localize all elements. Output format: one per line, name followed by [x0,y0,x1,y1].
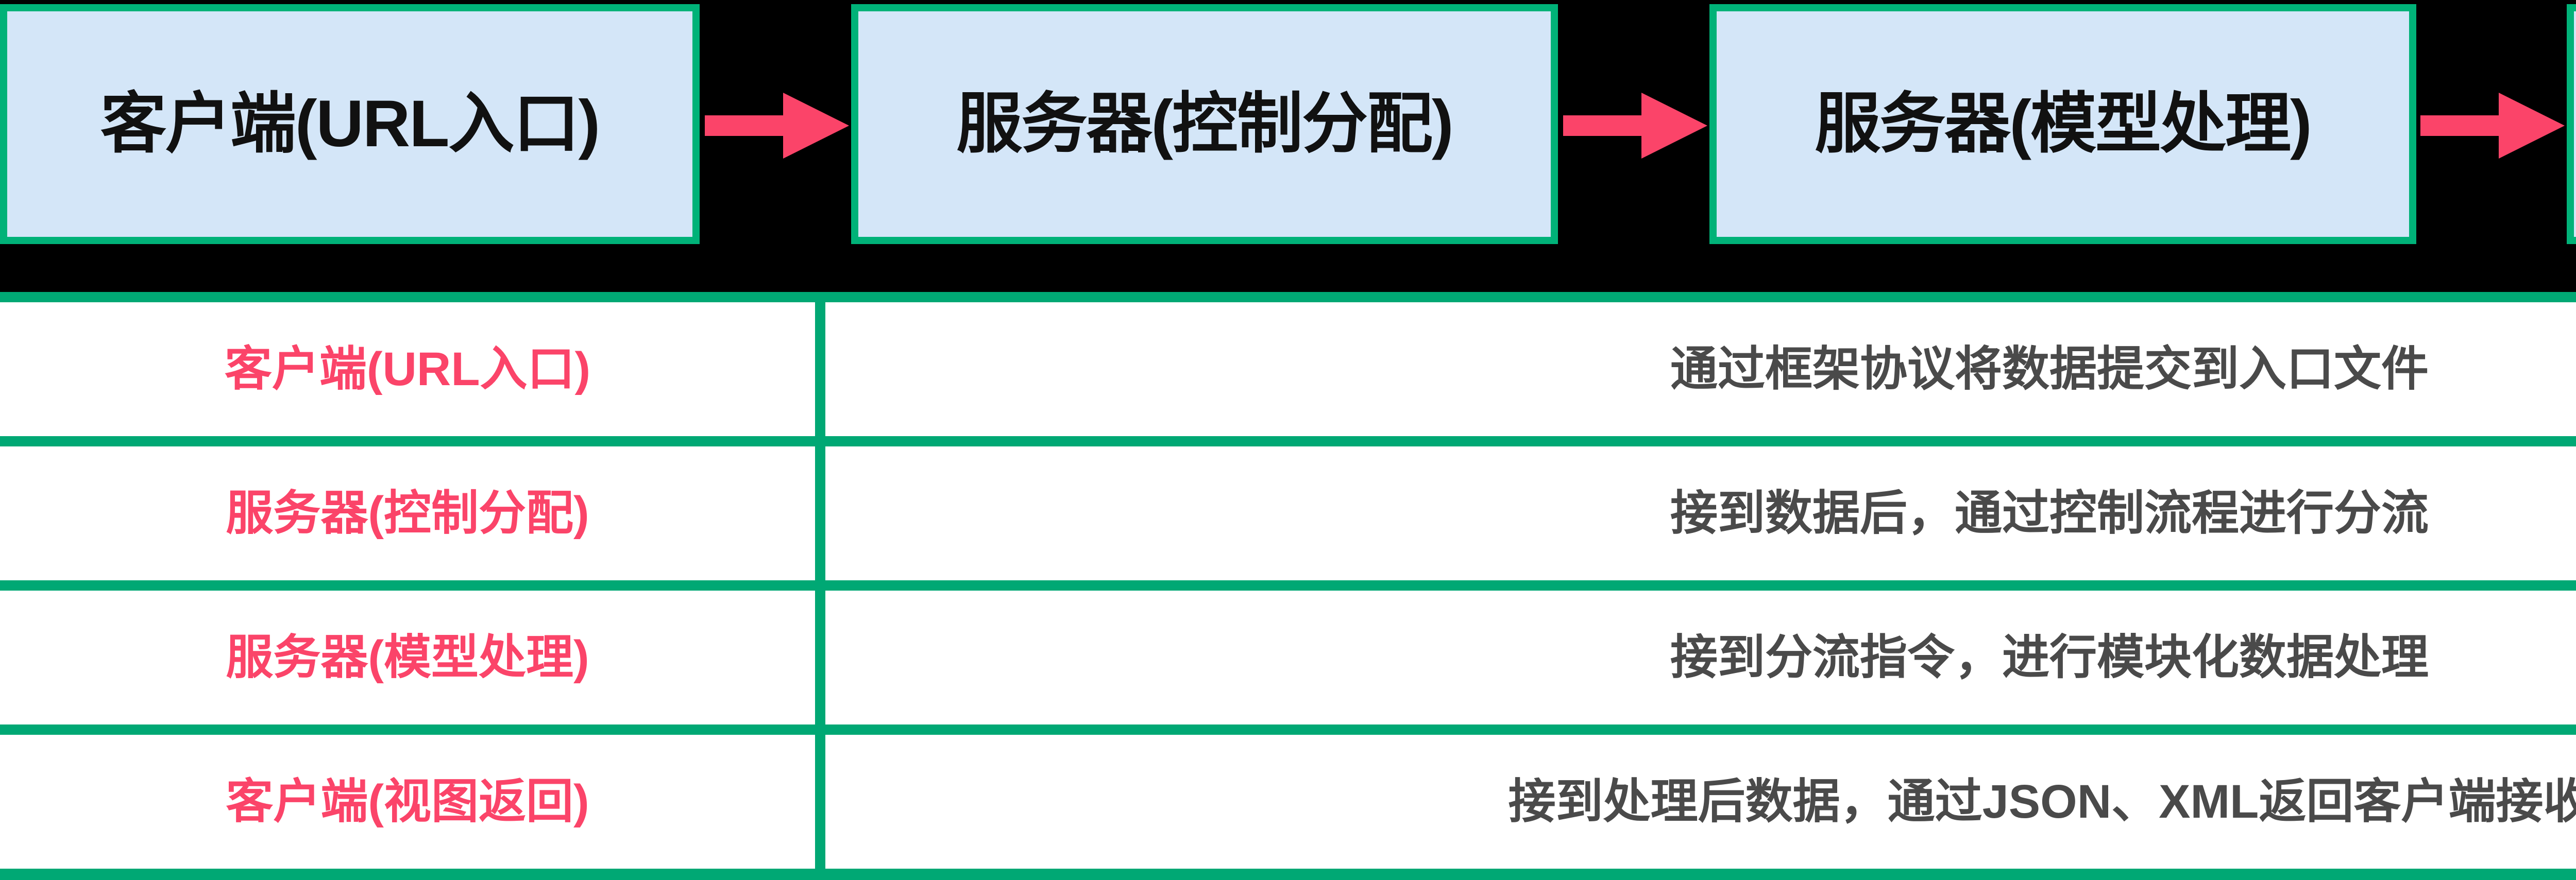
table-cell-stage: 客户端(URL入口) [0,302,815,436]
description-text: 通过框架协议将数据提交到入口文件 [1670,343,2429,395]
flow-node-server-control[interactable]: 服务器(控制分配) [851,4,1558,244]
right-arrow-icon [705,93,849,159]
column-divider [815,446,825,580]
table-cell-stage: 客户端(视图返回) [0,735,815,869]
right-arrow-icon [2420,93,2565,159]
table-cell-description: 接到处理后数据，通过JSON、XML返回客户端接收 [825,735,2576,869]
description-text: 接到数据后，通过控制流程进行分流 [1670,487,2429,540]
stage-label: 服务器(模型处理) [226,631,589,684]
description-text: 接到处理后数据，通过JSON、XML返回客户端接收 [1508,775,2576,828]
flow-node-label: 客户端(URL入口) [100,87,600,161]
right-arrow-icon [1563,93,1707,159]
description-text: 接到分流指令，进行模块化数据处理 [1670,631,2429,684]
table-row: 服务器(控制分配) 接到数据后，通过控制流程进行分流 [0,446,2576,580]
column-divider [815,302,825,436]
column-divider [815,591,825,724]
table-row: 服务器(模型处理) 接到分流指令，进行模块化数据处理 [0,591,2576,724]
flow-node-client-view-return[interactable]: 客户端(视图返回) [2567,4,2576,244]
flow-node-server-model[interactable]: 服务器(模型处理) [1709,4,2416,244]
stage-label: 服务器(控制分配) [226,487,589,540]
stage-label: 客户端(URL入口) [224,343,591,395]
flow-node-label: 服务器(模型处理) [1815,87,2312,161]
stage-label: 客户端(视图返回) [226,775,589,828]
stage-detail-table: 客户端(URL入口) 通过框架协议将数据提交到入口文件 服务器(控制分配) 接到… [0,292,2576,880]
flow-node-label: 服务器(控制分配) [956,87,1453,161]
table-cell-description: 接到数据后，通过控制流程进行分流 [825,446,2576,580]
table-cell-stage: 服务器(模型处理) [0,591,815,724]
column-divider [815,735,825,869]
table-cell-description: 接到分流指令，进行模块化数据处理 [825,591,2576,724]
table-cell-stage: 服务器(控制分配) [0,446,815,580]
flow-node-client-url-entry[interactable]: 客户端(URL入口) [0,4,700,244]
table-cell-description: 通过框架协议将数据提交到入口文件 [825,302,2576,436]
table-row: 客户端(视图返回) 接到处理后数据，通过JSON、XML返回客户端接收 [0,735,2576,869]
table-row: 客户端(URL入口) 通过框架协议将数据提交到入口文件 [0,302,2576,436]
flow-row: 客户端(URL入口) 服务器(控制分配) 服务器(模型处理) 客户端(视图返回) [0,0,2576,251]
